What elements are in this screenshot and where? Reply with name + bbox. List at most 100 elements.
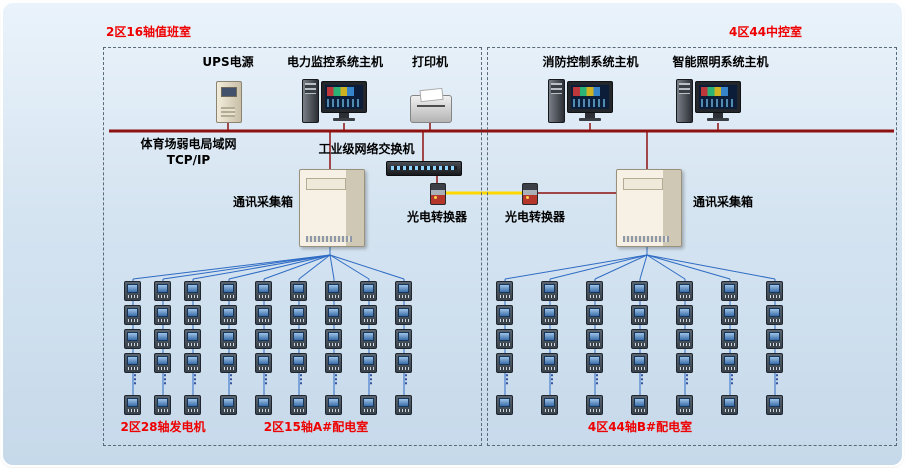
power-meter	[766, 395, 783, 415]
power-meter	[541, 353, 558, 373]
power-meter	[721, 281, 738, 301]
monitor-stand	[339, 113, 349, 118]
printer-device	[410, 95, 452, 123]
network-switch-device	[386, 161, 462, 176]
meter-ellipsis: ⋮	[330, 372, 342, 386]
power-meter	[220, 281, 237, 301]
meter-ellipsis: ⋮	[260, 372, 272, 386]
power-meter	[184, 305, 201, 325]
meter-ellipsis: ⋮	[129, 372, 141, 386]
power-meter	[766, 329, 783, 349]
power-meter	[154, 305, 171, 325]
power-meter	[124, 395, 141, 415]
power-meter	[154, 329, 171, 349]
power-meter	[184, 395, 201, 415]
ups-label: UPS电源	[202, 55, 254, 69]
computer-monitor	[567, 81, 613, 113]
fiber-converter-right-label: 光电转换器	[504, 210, 565, 224]
computer-monitor	[321, 81, 367, 113]
power-meter	[124, 281, 141, 301]
meter-ellipsis: ⋮	[225, 372, 237, 386]
power-meter	[395, 329, 412, 349]
power-meter	[184, 353, 201, 373]
monitor-base	[707, 118, 729, 121]
power-meter	[290, 305, 307, 325]
printer-label: 打印机	[411, 55, 448, 69]
power-meter	[360, 329, 377, 349]
power-meter	[255, 395, 272, 415]
meter-ellipsis: ⋮	[726, 372, 738, 386]
monitor-stand	[713, 113, 723, 118]
comm-box-right-label: 通讯采集箱	[693, 195, 754, 209]
power-meter	[721, 305, 738, 325]
power-meter	[255, 305, 272, 325]
fiber-converter-right-device	[522, 183, 538, 205]
room-title-control: 4区44中控室	[729, 25, 803, 39]
ups-device	[216, 81, 242, 123]
power-meter	[721, 329, 738, 349]
power-meter	[220, 353, 237, 373]
power-meter	[290, 329, 307, 349]
power-meter	[184, 281, 201, 301]
power-meter	[395, 305, 412, 325]
power-meter	[586, 305, 603, 325]
power-meter	[395, 281, 412, 301]
meter-ellipsis: ⋮	[189, 372, 201, 386]
computer-tower	[548, 79, 565, 123]
meter-ellipsis: ⋮	[546, 372, 558, 386]
power-meter	[631, 329, 648, 349]
power-meter	[124, 353, 141, 373]
power-meter	[631, 353, 648, 373]
power-meter	[220, 395, 237, 415]
power-meter	[360, 281, 377, 301]
power-meter	[154, 395, 171, 415]
power-meter	[290, 395, 307, 415]
group-label-b-distribution: 4区44轴B#配电室	[587, 420, 693, 434]
meter-ellipsis: ⋮	[591, 372, 603, 386]
power-meter	[721, 395, 738, 415]
comm-box-right-device	[616, 169, 682, 247]
power-meter	[325, 305, 342, 325]
fire-control-host-computer	[548, 79, 614, 123]
monitor-base	[579, 118, 601, 121]
monitor-base	[333, 118, 355, 121]
power-meter	[676, 281, 693, 301]
meter-ellipsis: ⋮	[365, 372, 377, 386]
power-meter	[766, 305, 783, 325]
power-meter	[124, 329, 141, 349]
power-meter	[586, 281, 603, 301]
lighting-host-label: 智能照明系统主机	[672, 55, 769, 69]
power-meter	[586, 329, 603, 349]
power-meter	[676, 395, 693, 415]
meter-ellipsis: ⋮	[636, 372, 648, 386]
power-meter	[541, 329, 558, 349]
monitor-screen	[699, 85, 737, 109]
power-meter	[395, 395, 412, 415]
power-meter	[255, 329, 272, 349]
power-meter	[154, 281, 171, 301]
power-meter	[220, 329, 237, 349]
monitor-screen	[571, 85, 609, 109]
lan-protocol-label: TCP/IP	[166, 153, 211, 167]
diagram-canvas: 2区16轴值班室 4区44中控室 UPS电源 电力监控系统主机 打印机 消防控制…	[3, 3, 902, 465]
comm-box-left-device	[299, 169, 365, 247]
power-meter	[496, 305, 513, 325]
monitor-stand	[585, 113, 595, 118]
power-meter	[586, 395, 603, 415]
power-meter	[154, 353, 171, 373]
power-meter	[721, 353, 738, 373]
power-meter	[360, 353, 377, 373]
power-meter	[676, 305, 693, 325]
control-room-region	[487, 47, 897, 446]
power-meter	[496, 281, 513, 301]
meter-ellipsis: ⋮	[159, 372, 171, 386]
fire-control-host-label: 消防控制系统主机	[542, 55, 639, 69]
power-meter	[496, 329, 513, 349]
fiber-converter-left-device	[430, 183, 446, 205]
power-meter	[496, 353, 513, 373]
room-title-duty: 2区16轴值班室	[106, 25, 192, 39]
group-label-a-distribution: 2区15轴A#配电室	[263, 420, 369, 434]
power-meter	[290, 281, 307, 301]
duty-room-region	[103, 47, 482, 446]
power-meter	[766, 353, 783, 373]
